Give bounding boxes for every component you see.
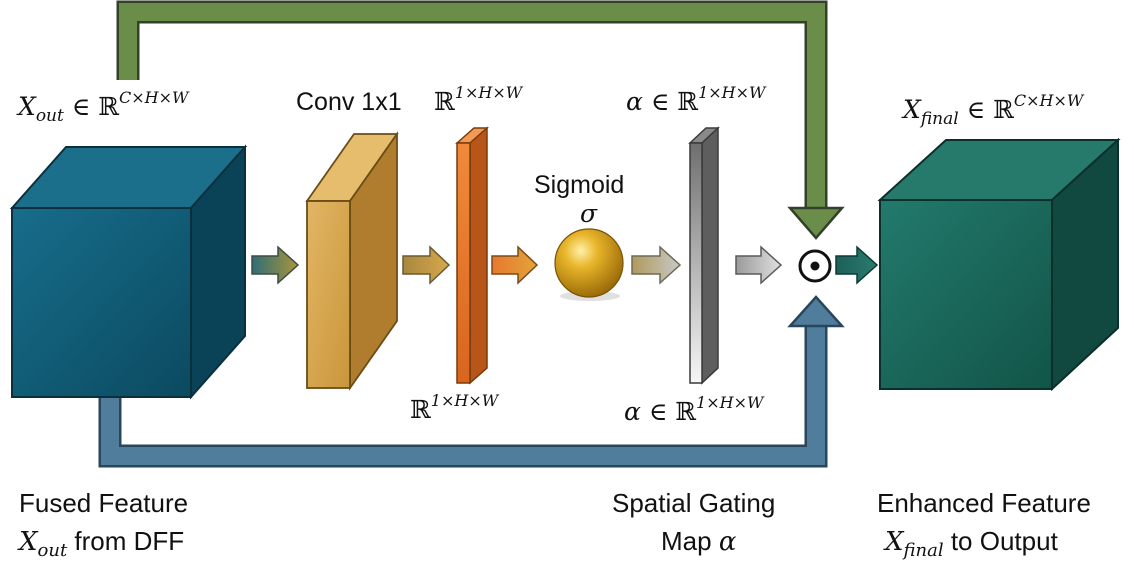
- caption-output-line2: Xfinal to Output: [883, 526, 1059, 561]
- arrow-gate-to-multiply: [735, 245, 783, 285]
- alpha-shape-bottom: α ∈ ℝ1×H×W: [624, 393, 765, 426]
- svg-text:Xout ∈ ℝC×H×W: Xout ∈ ℝC×H×W: [16, 88, 190, 126]
- elementwise-multiply-icon: [798, 249, 832, 283]
- svg-text:Xfinal ∈ ℝC×H×W: Xfinal ∈ ℝC×H×W: [901, 91, 1085, 129]
- alpha-shape-top: α ∈ ℝ1×H×W: [626, 83, 767, 116]
- arrow-sigmoid-to-gate: [631, 245, 682, 285]
- arrow-input-to-conv: [251, 245, 300, 285]
- final-shape-label: Xfinal ∈ ℝC×H×W: [901, 91, 1085, 129]
- conv-output-shape-bottom: ℝ1×H×W: [410, 391, 500, 424]
- caption-output-line1: Enhanced Feature: [877, 488, 1091, 518]
- conv-output-shape-top: ℝ1×H×W: [434, 83, 524, 116]
- sigmoid-symbol: σ: [580, 199, 598, 228]
- caption-gating-line1: Spatial Gating: [612, 488, 775, 518]
- input-shape-label: Xout ∈ ℝC×H×W: [16, 88, 190, 126]
- sigmoid-title: Sigmoid: [534, 171, 624, 199]
- skip-connection-green: [116, 0, 845, 240]
- arrow-conv-to-map: [402, 245, 451, 285]
- caption-input-line2: Xout from DFF: [17, 526, 184, 561]
- conv-title: Conv 1x1: [296, 88, 402, 116]
- arrow-map-to-sigmoid: [491, 245, 539, 285]
- spatial-gating-map: [688, 126, 720, 385]
- output-feature-cube: [877, 137, 1121, 392]
- caption-input-line1: Fused Feature: [19, 488, 188, 518]
- arrow-multiply-to-output: [835, 245, 879, 285]
- svg-text:ℝ1×H×W: ℝ1×H×W: [410, 391, 500, 424]
- input-feature-cube: [9, 144, 248, 400]
- svg-text:α ∈ ℝ1×H×W: α ∈ ℝ1×H×W: [624, 393, 765, 426]
- svg-text:Map α: Map α: [661, 526, 737, 557]
- svg-text:ℝ1×H×W: ℝ1×H×W: [434, 83, 524, 116]
- conv-1x1-block: [305, 131, 399, 391]
- svg-text:α ∈ ℝ1×H×W: α ∈ ℝ1×H×W: [626, 83, 767, 116]
- caption-gating-line2: Map α: [661, 526, 737, 557]
- sigmoid-sphere: [554, 228, 624, 301]
- svg-text:Xout from DFF: Xout from DFF: [17, 526, 184, 561]
- skip-connection-blue: [98, 295, 845, 468]
- conv-output-map: [455, 126, 489, 385]
- svg-text:Xfinal to Output: Xfinal to Output: [883, 526, 1059, 561]
